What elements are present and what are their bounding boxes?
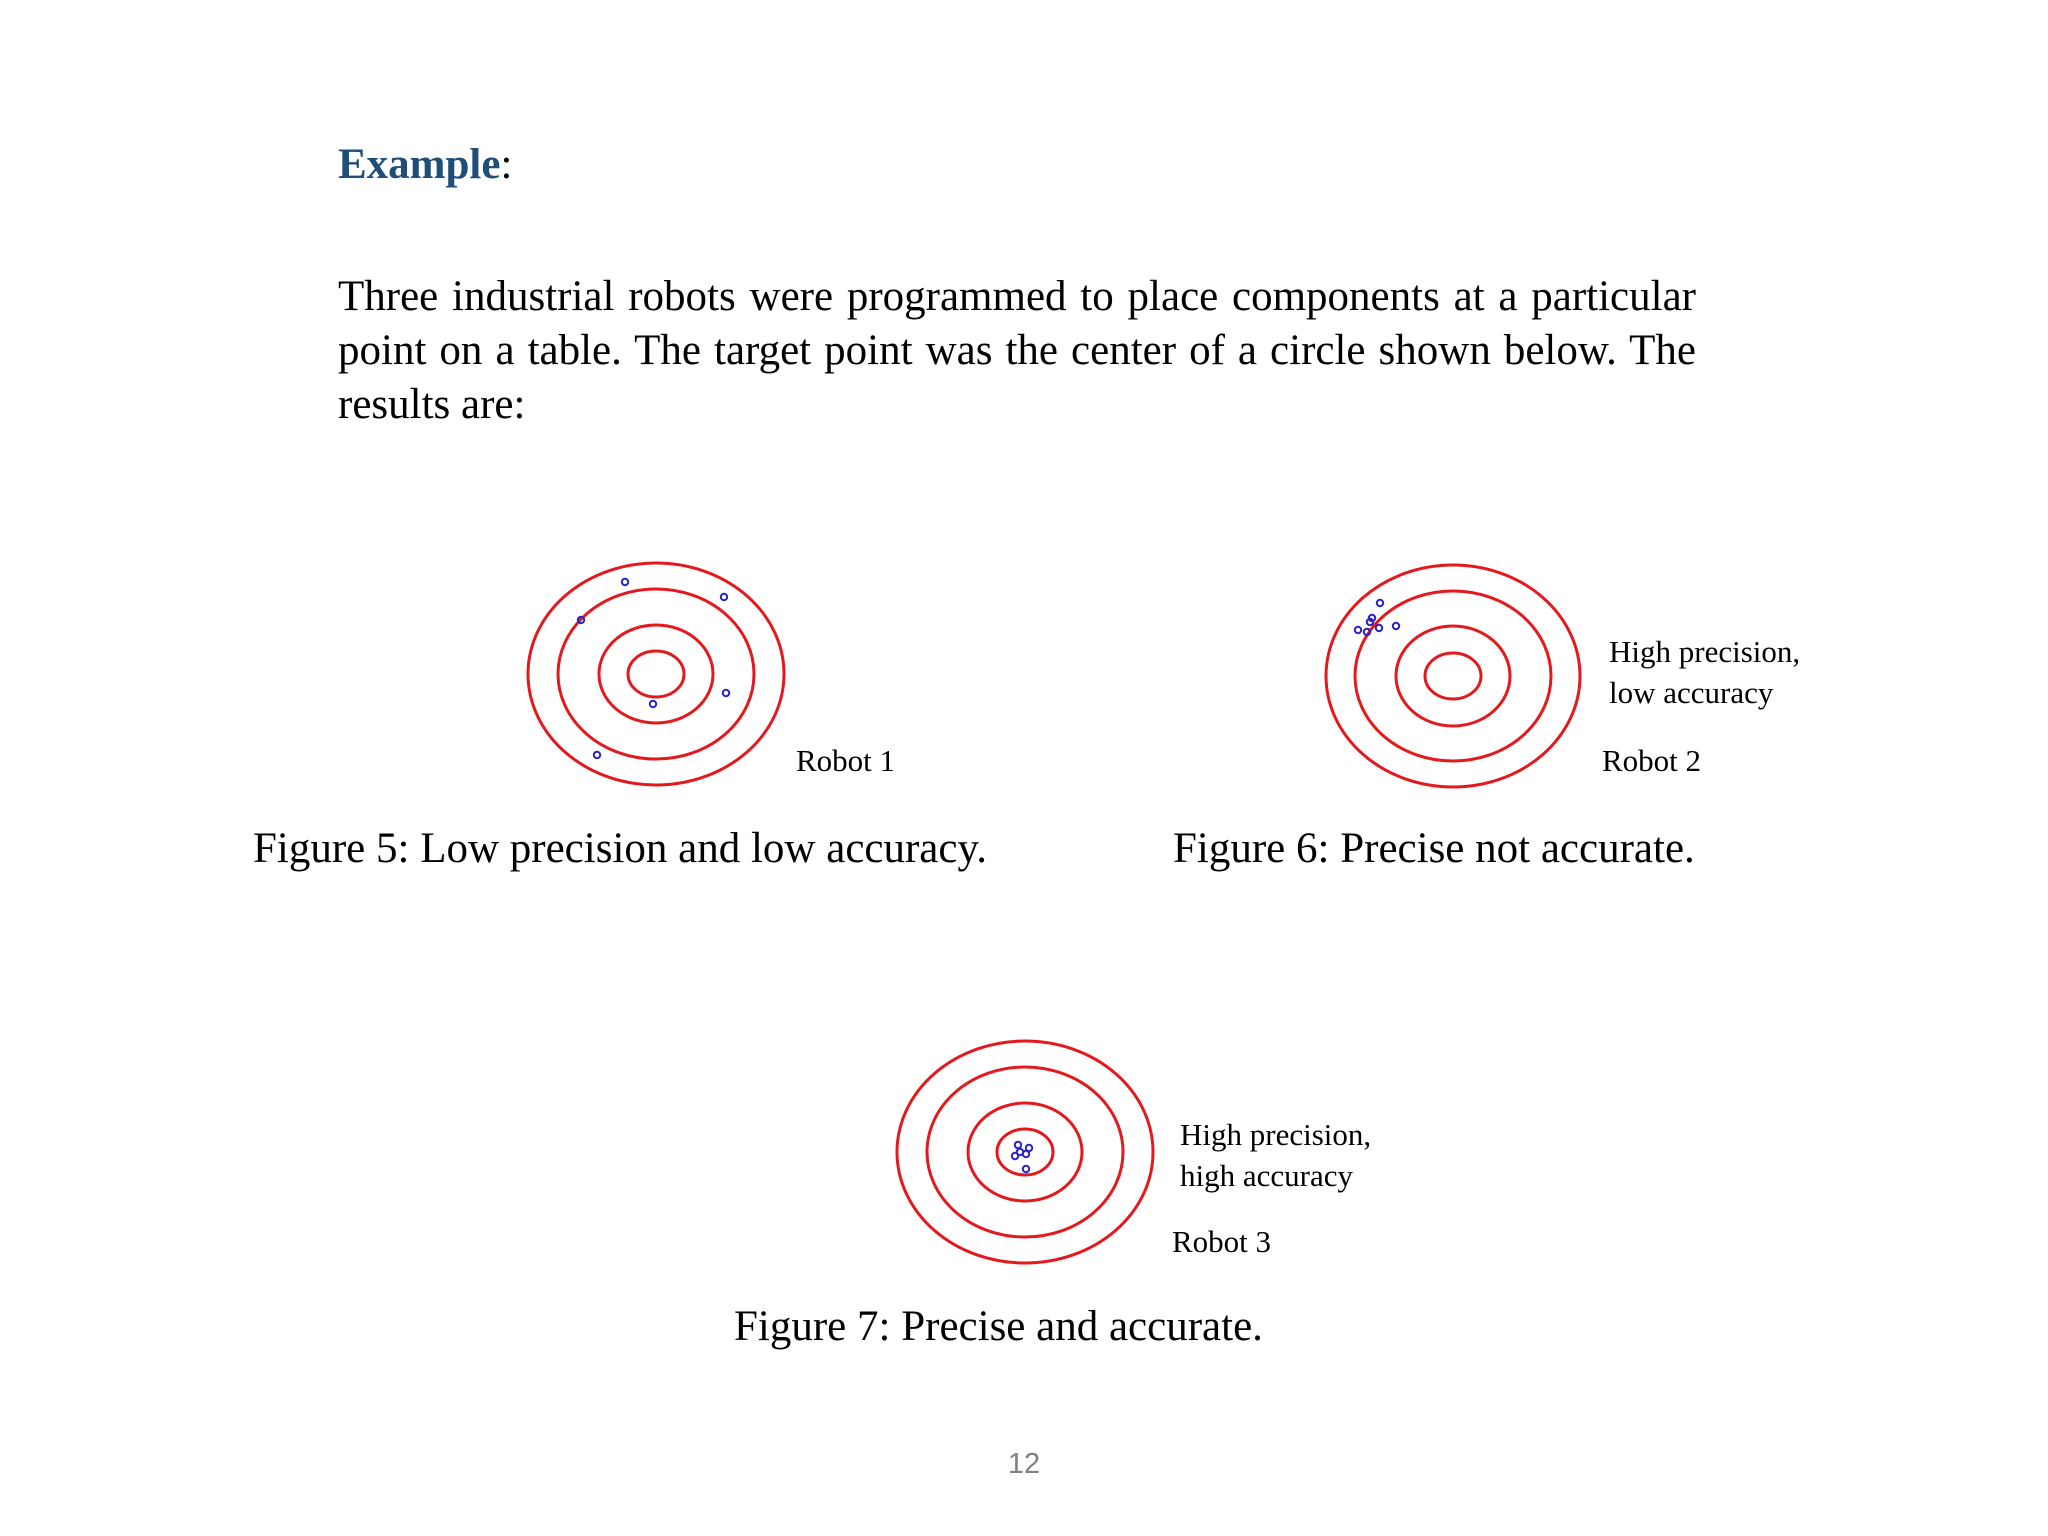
robot-3-hit-point-6: [1021, 1164, 1031, 1174]
figure-5-caption: Figure 5: Low precision and low accuracy…: [253, 825, 987, 872]
robot-1-hit-point-6: [592, 750, 602, 760]
robot-1-hit-point-2: [719, 592, 729, 602]
robot-1-hit-point-4: [648, 699, 658, 709]
robot-3-hit-point-5: [1015, 1147, 1025, 1157]
figure-7-caption: Figure 7: Precise and accurate.: [734, 1303, 1263, 1350]
robot-3-target-ring-3: [966, 1101, 1084, 1203]
robot-1-target-ring-2: [556, 587, 756, 761]
robot-3-label: Robot 3: [1172, 1224, 1272, 1259]
example-heading: Example:: [338, 140, 512, 189]
robot-1-target-ring-3: [597, 623, 715, 725]
robot-2-target-ring-1: [1324, 563, 1582, 789]
robot-2-target-ring-2: [1353, 589, 1553, 763]
robot-2-hit-point-3: [1374, 623, 1384, 633]
robot-3-note-line-1: High precision,: [1180, 1117, 1372, 1152]
robot-2-hit-point-6: [1391, 621, 1401, 631]
figure-6-caption: Figure 6: Precise not accurate.: [1173, 825, 1695, 872]
robot-3-target-ring-4: [995, 1127, 1055, 1177]
robot-3-hit-point-1: [1013, 1140, 1023, 1150]
robot-2-target-ring-4: [1423, 651, 1483, 701]
robot-2-label: Robot 2: [1602, 743, 1702, 778]
robot-3-note-line-2: high accuracy: [1180, 1158, 1353, 1193]
example-heading-word: Example: [338, 141, 501, 188]
intro-paragraph: Three industrial robots were programmed …: [338, 273, 1696, 428]
robot-3-target-ring-1: [895, 1039, 1155, 1265]
robot-1-hit-point-3: [576, 615, 586, 625]
robot-3-target-ring-2: [925, 1065, 1125, 1239]
page-number: 12: [1007, 1448, 1041, 1480]
robot-2-note-line-2: low accuracy: [1609, 675, 1774, 710]
robot-1-hit-point-1: [620, 577, 630, 587]
robot-2-note-line-1: High precision,: [1609, 634, 1801, 669]
robot-1-target-ring-4: [626, 649, 686, 699]
robot-1-hit-point-5: [721, 688, 731, 698]
robot-2-hit-point-5: [1362, 627, 1372, 637]
robot-2-target-ring-3: [1394, 624, 1512, 728]
robot-1-label: Robot 1: [796, 743, 896, 778]
robot-1-target-ring-1: [526, 561, 786, 787]
robot-3-hit-point-3: [1010, 1151, 1020, 1161]
example-heading-colon: :: [500, 141, 513, 188]
robot-2-hit-point-1: [1375, 598, 1385, 608]
robot-2-hit-point-4: [1353, 625, 1363, 635]
robot-2-hit-point-7: [1365, 617, 1375, 627]
